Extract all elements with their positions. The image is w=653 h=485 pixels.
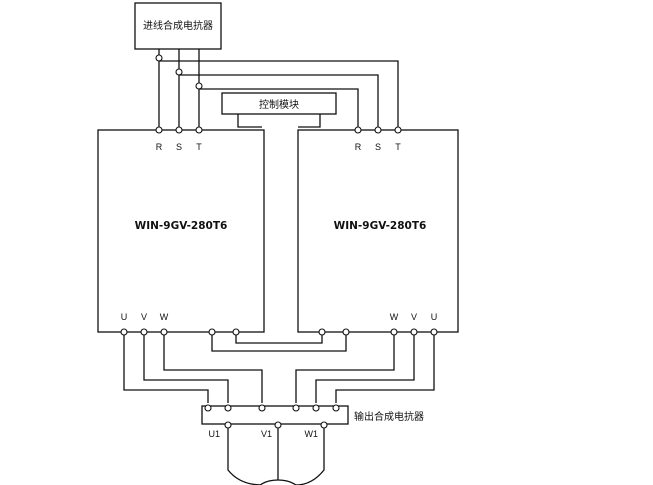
left-inverter-label-v: V <box>141 312 147 322</box>
right-inverter-terminal-aux1 <box>318 328 326 336</box>
left-inverter-label-t: T <box>196 142 202 152</box>
right-inverter-terminal-s <box>374 126 382 134</box>
right-inverter-box <box>297 129 459 333</box>
output-reactor-out-w1 <box>320 421 328 429</box>
output-reactor-terminals <box>204 404 340 429</box>
input-reactor-terminal-t <box>195 82 203 90</box>
output-reactor-terminal-1 <box>204 404 212 412</box>
left-inverter-output-terminals: U V W <box>120 312 240 336</box>
left-inverter-label-r: R <box>156 142 163 152</box>
input-reactor-stubs <box>158 49 200 83</box>
output-reactor-out-u1 <box>224 421 232 429</box>
output-reactor-terminal-5 <box>312 404 320 412</box>
left-inverter-terminal-v <box>140 328 148 336</box>
output-reactor-terminal-4 <box>292 404 300 412</box>
right-inverter-output-terminals: W V U <box>318 312 438 336</box>
left-inverter-input-terminals: R S T <box>155 126 203 152</box>
right-inverter-label-t: T <box>395 142 401 152</box>
left-inverter-terminal-aux1 <box>208 328 216 336</box>
input-reactor-terminal-r <box>155 54 163 62</box>
input-reactor-terminal-s <box>175 68 183 76</box>
right-inverter-label-s: S <box>375 142 381 152</box>
input-reactor-label: 进线合成电抗器 <box>143 19 213 32</box>
motor-symbol <box>259 479 297 485</box>
left-inverter-terminal-w <box>160 328 168 336</box>
left-inverter-label-u: U <box>121 312 128 322</box>
left-inverter-terminal-aux2 <box>232 328 240 336</box>
left-inverter-terminal-t <box>195 126 203 134</box>
output-reactor-out-v1 <box>274 421 282 429</box>
left-inverter-model: WIN-9GV-280T6 <box>135 220 228 232</box>
left-inverter-terminal-u <box>120 328 128 336</box>
wires <box>123 60 435 485</box>
left-inverter-label-w: W <box>160 312 169 322</box>
right-inverter-label-w: W <box>390 312 399 322</box>
output-reactor-terminal-6 <box>332 404 340 412</box>
left-inverter-label-s: S <box>176 142 182 152</box>
right-inverter-terminal-r <box>354 126 362 134</box>
output-reactor-box <box>201 405 349 425</box>
right-inverter-terminal-aux2 <box>342 328 350 336</box>
output-reactor-label: 输出合成电抗器 <box>354 410 424 423</box>
right-inverter-terminal-u <box>430 328 438 336</box>
left-inverter-terminal-r <box>155 126 163 134</box>
motor-terminal-w1: W1 <box>305 429 319 439</box>
right-inverter-model: WIN-9GV-280T6 <box>334 220 427 232</box>
control-module-box <box>221 92 337 115</box>
right-inverter-label-r: R <box>355 142 362 152</box>
right-inverter-terminal-w <box>390 328 398 336</box>
right-inverter-terminal-t <box>394 126 402 134</box>
output-reactor-terminal-2 <box>224 404 232 412</box>
right-inverter-label-v: V <box>411 312 417 322</box>
output-reactor-terminal-3 <box>258 404 266 412</box>
right-inverter-terminal-v <box>410 328 418 336</box>
left-inverter-box <box>97 129 265 333</box>
left-inverter-terminal-s <box>175 126 183 134</box>
right-inverter-input-terminals: R S T <box>354 126 402 152</box>
motor-terminal-u1: U1 <box>208 429 220 439</box>
input-reactor-box <box>134 2 222 50</box>
motor-terminal-v1: V1 <box>261 429 272 439</box>
right-inverter-label-u: U <box>431 312 438 322</box>
control-module-label: 控制模块 <box>259 98 299 111</box>
